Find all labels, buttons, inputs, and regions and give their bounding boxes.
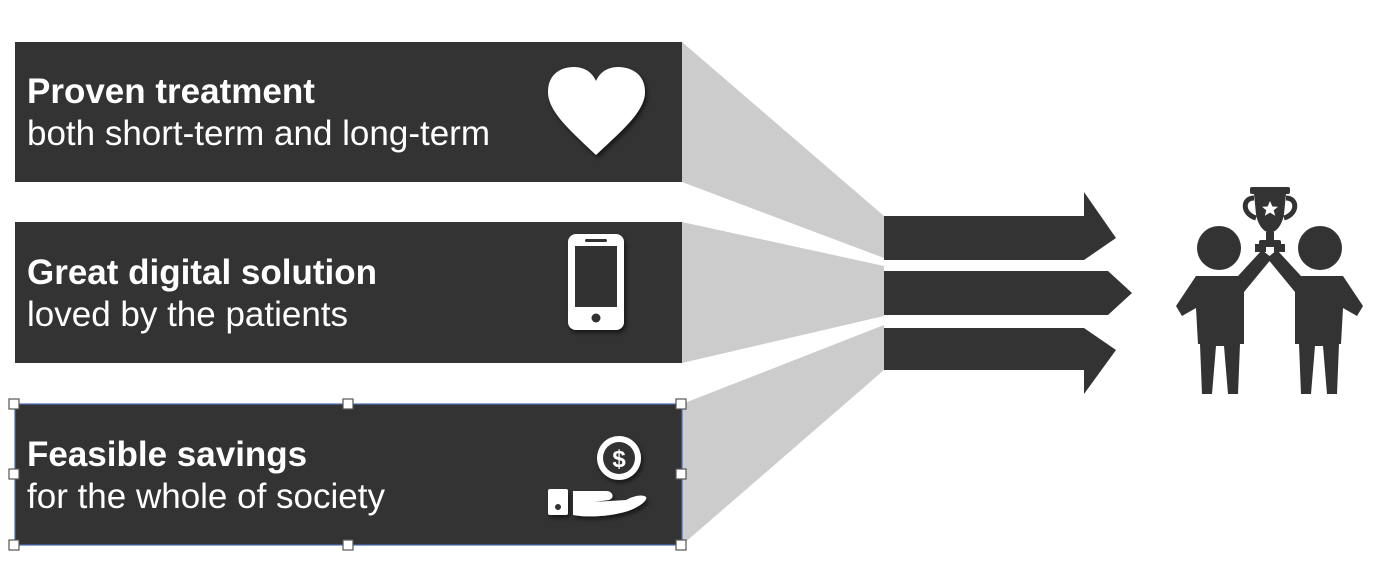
arrow-middle [884,271,1132,315]
resize-handle-bottom-left[interactable] [8,539,20,551]
resize-handle-middle-left[interactable] [8,468,20,480]
resize-handle-bottom-middle[interactable] [342,539,354,551]
feature-box-subtitle: for the whole of society [27,477,385,516]
resize-handle-top-middle[interactable] [342,398,354,410]
feature-box-title: Feasible savings [27,435,307,474]
heart-icon [548,67,645,155]
feature-box-great-digital-solution[interactable]: Great digital solution loved by the pati… [15,222,682,363]
high-five-trophy-icon [1176,187,1363,394]
resize-handle-top-left[interactable] [8,398,20,410]
feature-box-proven-treatment[interactable]: Proven treatment both short-term and lon… [15,42,682,182]
funnel-connector-3 [682,325,884,545]
dollar-hand-icon: $ [548,436,647,517]
smartphone-icon [568,234,624,330]
arrow-bottom [884,328,1116,394]
merge-arrows [884,192,1132,394]
resize-handle-top-right[interactable] [675,398,687,410]
feature-box-subtitle: loved by the patients [27,295,348,334]
resize-handle-middle-right[interactable] [675,468,687,480]
svg-text:$: $ [612,446,626,473]
arrow-top [884,192,1116,260]
funnel-connectors [682,42,884,545]
feature-box-title: Great digital solution [27,253,377,292]
feature-box-subtitle: both short-term and long-term [27,114,490,153]
funnel-connector-1 [682,42,884,258]
feature-box-background [14,403,683,546]
feature-box-feasible-savings[interactable]: Feasible savings for the whole of societ… [14,403,683,546]
selection-handles[interactable] [8,398,687,551]
funnel-connector-2 [682,222,884,363]
resize-handle-bottom-right[interactable] [675,539,687,551]
feature-box-title: Proven treatment [27,72,315,111]
